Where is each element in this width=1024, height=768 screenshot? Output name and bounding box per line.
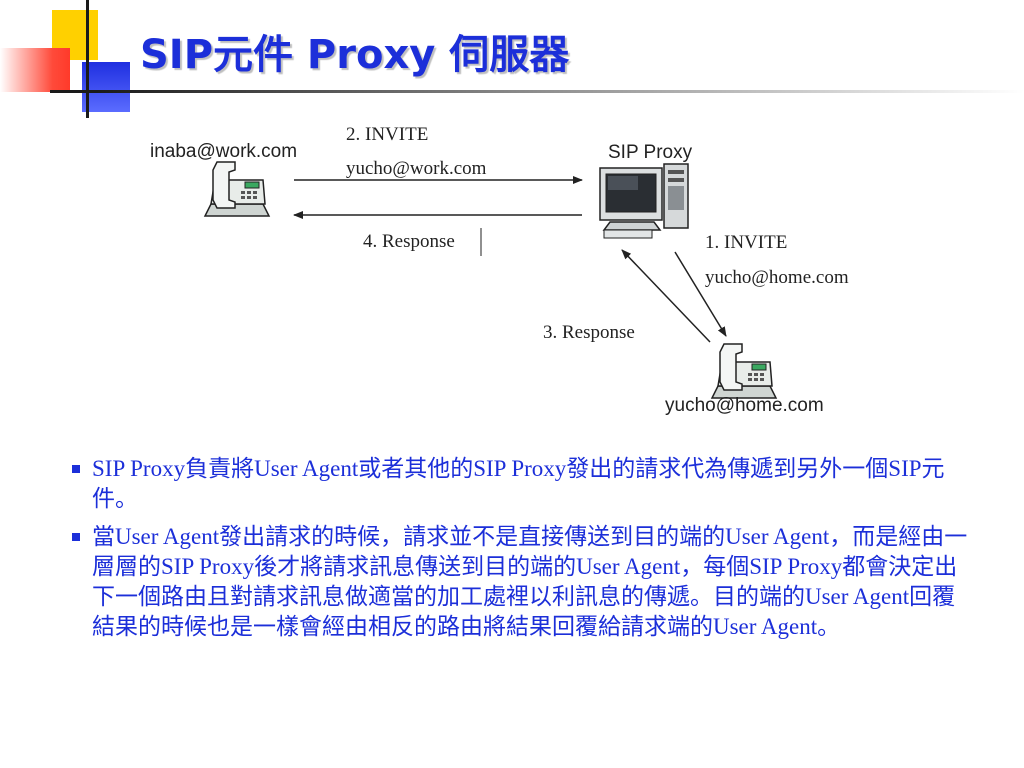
- label-step2-method: 2. INVITE: [346, 124, 429, 145]
- bullet-text: 當User Agent發出請求的時候，請求並不是直接傳送到目的端的User Ag…: [92, 524, 968, 639]
- phone-icon-work: [203, 161, 271, 217]
- bullet-text: SIP Proxy負責將User Agent或者其他的SIP Proxy發出的請…: [92, 456, 945, 511]
- label-step4-response: 4. Response: [363, 231, 455, 252]
- bullet-square-icon: [72, 465, 80, 473]
- label-sip-proxy: SIP Proxy: [608, 142, 693, 163]
- list-item: 當User Agent發出請求的時候，請求並不是直接傳送到目的端的User Ag…: [70, 522, 970, 642]
- blue-square: [82, 62, 130, 112]
- label-user-work: inaba@work.com: [150, 141, 298, 162]
- corner-decoration: [0, 0, 150, 120]
- bullet-square-icon: [72, 533, 80, 541]
- arrow-response-to-proxy: [621, 249, 711, 343]
- phone-icon-home: [710, 343, 778, 399]
- server-computer-icon: [599, 163, 689, 239]
- page-title: SIP元件 Proxy 伺服器: [140, 32, 570, 78]
- bullet-list: SIP Proxy負責將User Agent或者其他的SIP Proxy發出的請…: [70, 454, 970, 650]
- vertical-rule: [86, 0, 89, 118]
- label-step1-uri: yucho@home.com: [705, 267, 849, 288]
- sip-proxy-diagram: inaba@work.com SIP Proxy yucho@home.com …: [0, 110, 1024, 430]
- list-item: SIP Proxy負責將User Agent或者其他的SIP Proxy發出的請…: [70, 454, 970, 514]
- title-underline: [96, 90, 1024, 93]
- label-step1-method: 1. INVITE: [705, 232, 788, 253]
- red-gradient-block: [0, 48, 70, 92]
- arrow-invite-to-home: [674, 251, 727, 337]
- label-step3-response: 3. Response: [543, 322, 635, 343]
- label-step2-uri: yucho@work.com: [346, 158, 487, 179]
- diagram-graphics: [203, 161, 778, 399]
- label-user-home: yucho@home.com: [665, 395, 824, 416]
